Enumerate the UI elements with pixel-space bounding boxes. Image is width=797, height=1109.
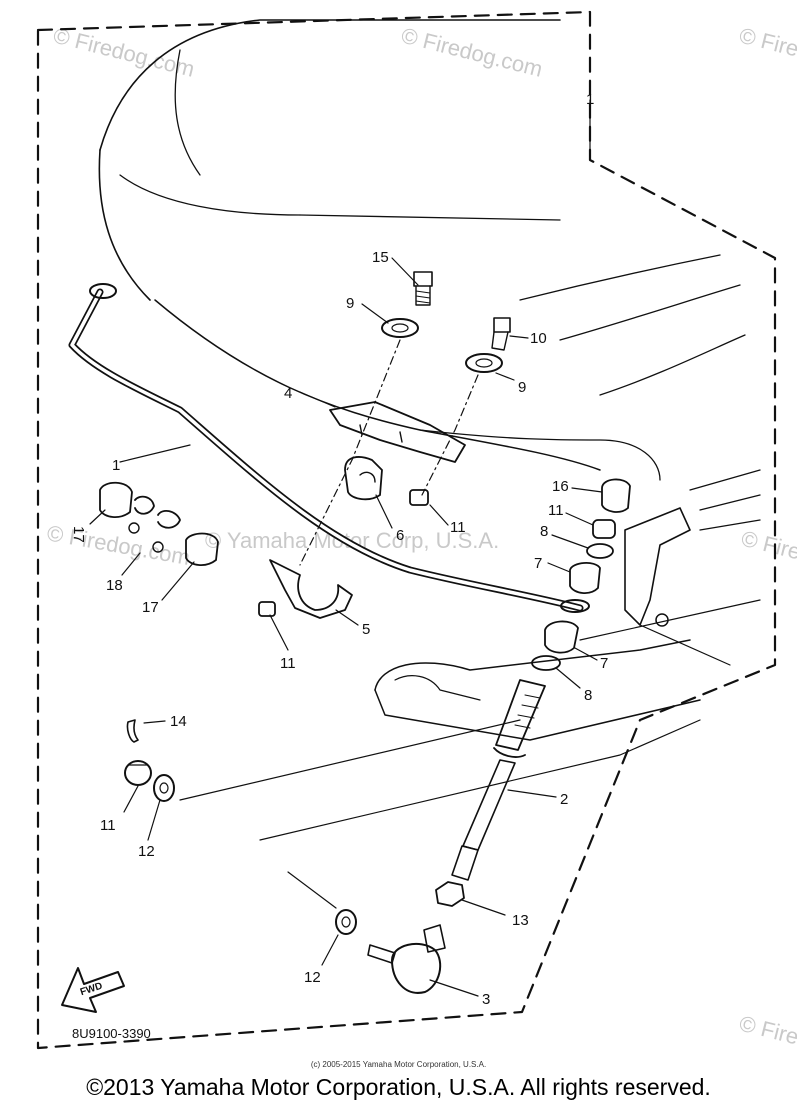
- watermark-firedog: © Firedog.com: [399, 23, 545, 82]
- footer-copyright: ©2013 Yamaha Motor Corporation, U.S.A. A…: [86, 1074, 711, 1100]
- label-part-1: 1: [112, 457, 120, 474]
- small-copyright: (c) 2005-2015 Yamaha Motor Corporation, …: [310, 1060, 487, 1069]
- label-part-11: 11: [548, 502, 564, 519]
- label-part-8: 8: [584, 687, 592, 704]
- label-part-11: 11: [450, 519, 466, 536]
- part-7-cushion-b: [544, 620, 579, 654]
- label-part-16: 16: [552, 478, 569, 495]
- fwd-label: FWD: [79, 981, 104, 999]
- label-part-10: 10: [530, 330, 547, 347]
- label-part-4: 4: [284, 385, 292, 402]
- part-13-nut: [435, 881, 465, 907]
- label-part-18: 18: [106, 577, 123, 594]
- watermark-firedog: © Firedog.com: [51, 23, 197, 82]
- part-9-washer-a: [381, 318, 419, 338]
- label-part-12: 12: [138, 843, 155, 860]
- part-11-nut-d: [124, 760, 152, 786]
- steering-bracket: [624, 507, 691, 626]
- label-part-14: 14: [170, 713, 187, 730]
- label-part-1: 1: [586, 91, 594, 108]
- part-17-collar-a: [99, 481, 133, 518]
- part-5-clamp: [269, 559, 353, 619]
- diagram-reference-code: 8U9100-3390: [72, 1026, 151, 1041]
- part-7-cushion-a: [569, 562, 601, 594]
- ski-outline: [374, 639, 691, 691]
- label-part-11: 11: [280, 655, 296, 672]
- part-6-bushing: [344, 456, 383, 501]
- label-part-12: 12: [304, 969, 321, 986]
- label-part-8: 8: [540, 523, 548, 540]
- watermark-firedog: © Firedog.com: [739, 526, 797, 585]
- label-part-3: 3: [482, 991, 490, 1008]
- label-part-11: 11: [100, 817, 116, 834]
- part-9-washer-b: [465, 353, 503, 373]
- assembly-boundary: [36, 10, 777, 1050]
- label-part-9: 9: [518, 379, 526, 396]
- part-11-nut-c: [592, 519, 616, 539]
- part-2-shaft: [451, 679, 546, 881]
- label-part-13: 13: [512, 912, 529, 929]
- part-3-ball-joint: [367, 924, 446, 994]
- label-part-7: 7: [534, 555, 542, 572]
- part-8-washer-a: [586, 543, 614, 559]
- part-4-bracket: [329, 401, 466, 463]
- label-part-2: 2: [560, 791, 568, 808]
- part-18-clip: [128, 495, 181, 553]
- part-10-bolt: [491, 317, 511, 351]
- label-part-17: 17: [70, 526, 87, 543]
- cowl-outline: [99, 19, 561, 151]
- watermark-firedog: © Firedog.com: [737, 23, 797, 82]
- part-17-collar-b: [185, 532, 219, 566]
- label-part-9: 9: [346, 295, 354, 312]
- watermark-group: © Firedog.com © Firedog.com © Firedog.co…: [45, 23, 797, 1070]
- part-11-nut-b: [258, 601, 276, 617]
- leader-lines: [89, 99, 603, 997]
- label-part-5: 5: [362, 621, 370, 638]
- part-12-washer-a: [153, 774, 175, 802]
- label-part-6: 6: [396, 527, 404, 544]
- fwd-arrow-icon: [61, 967, 125, 1013]
- part-16-grommet: [601, 478, 631, 513]
- part-12-washer-b: [335, 909, 357, 935]
- label-part-17: 17: [142, 599, 159, 616]
- label-part-15: 15: [372, 249, 389, 266]
- part-14-cotter-pin: [126, 719, 139, 743]
- part-11-nut-a: [409, 489, 429, 506]
- label-part-7: 7: [600, 655, 608, 672]
- part-15-bolt: [413, 271, 433, 306]
